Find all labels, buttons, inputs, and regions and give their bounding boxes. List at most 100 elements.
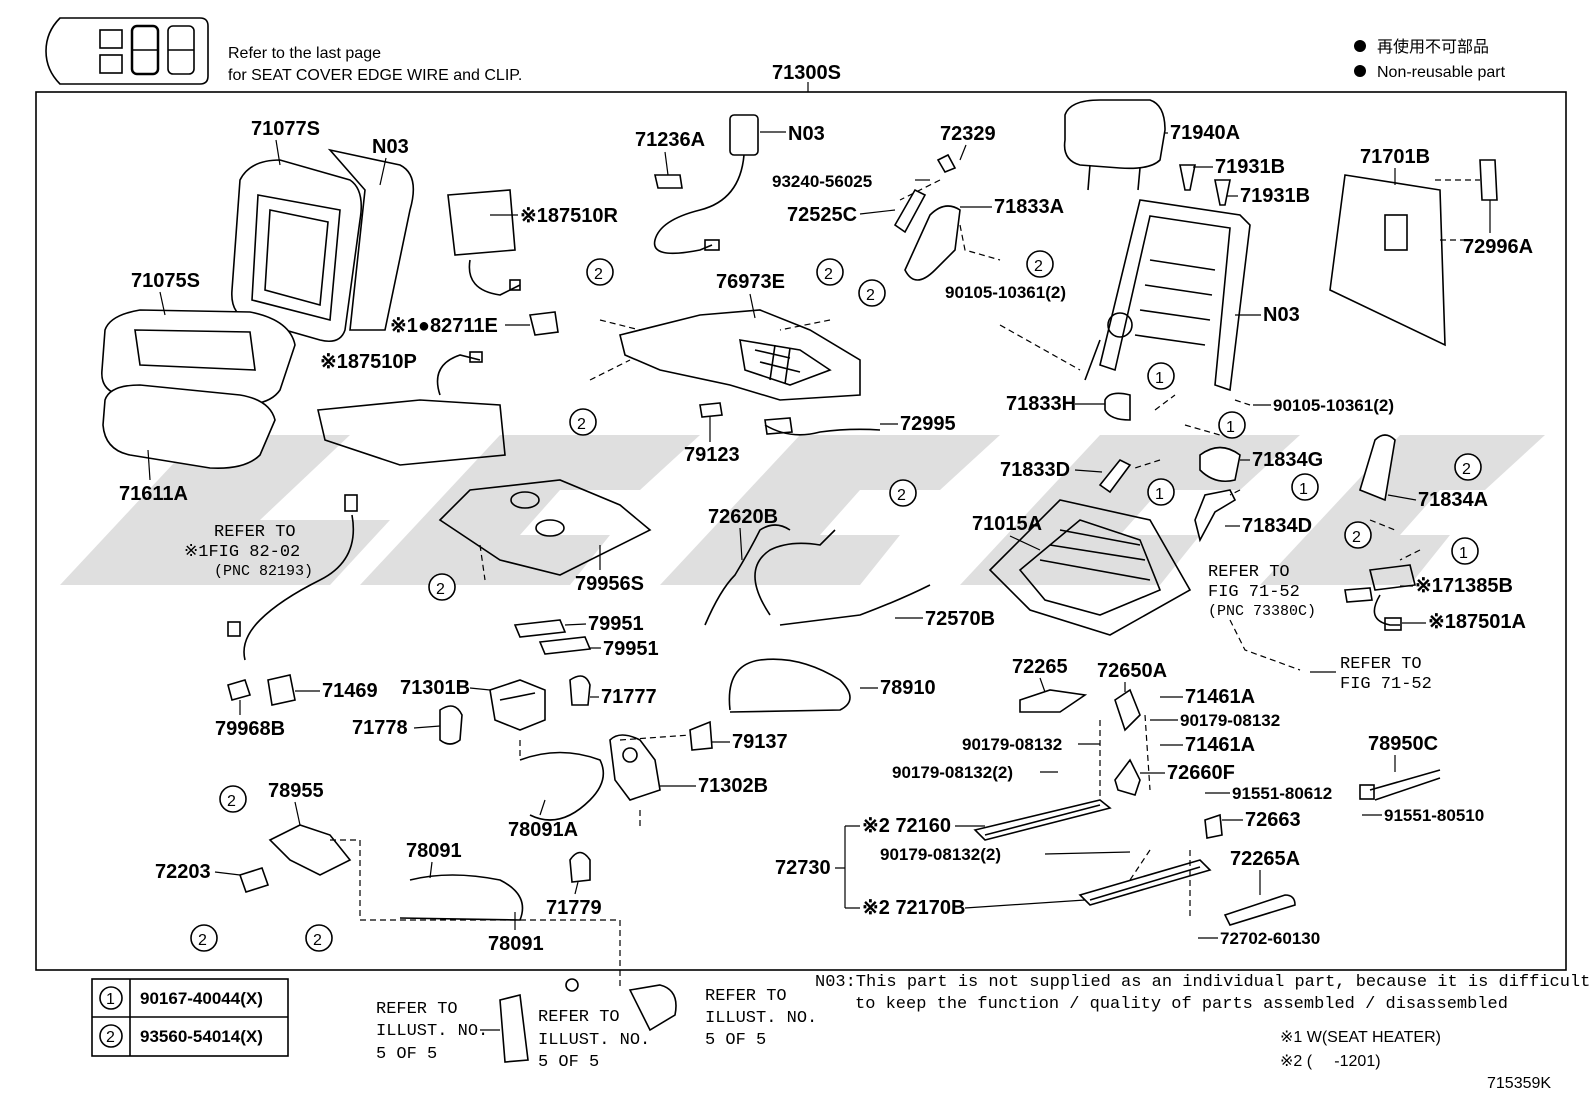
svg-text:1: 1 xyxy=(1299,481,1308,498)
bracket-72663 xyxy=(1204,813,1223,839)
callout-72995: 72995 xyxy=(900,413,956,435)
svg-text:1: 1 xyxy=(1155,486,1164,503)
callout-71611A: 71611A xyxy=(119,483,188,505)
svg-text:2: 2 xyxy=(594,266,603,283)
knob-71777 xyxy=(569,675,591,706)
callout-71940A: 71940A xyxy=(1170,122,1240,144)
svg-text:REFER TO: REFER TO xyxy=(376,1000,458,1019)
callout-78950C: 78950C xyxy=(1368,733,1438,755)
rail-72170B xyxy=(1078,859,1212,906)
legend: 再使用不可部品 Non-reusable part xyxy=(1354,38,1506,81)
svg-text:(PNC 73380C): (PNC 73380C) xyxy=(1208,603,1316,620)
callout-71469: 71469 xyxy=(322,680,378,702)
callout-71833A: 71833A xyxy=(994,196,1064,218)
adjuster-71302B xyxy=(609,734,661,801)
fastener-2-part: 93560-54014(X) xyxy=(140,1027,263,1046)
pad-79951 xyxy=(538,636,592,655)
callout-71302B: 71302B xyxy=(698,775,768,797)
callout-N03-frame: N03 xyxy=(1263,304,1300,326)
knob-71778 xyxy=(439,705,463,745)
callout-71834D: 71834D xyxy=(1242,515,1312,537)
rail-72160 xyxy=(973,799,1112,841)
callout-91551-80510: 91551-80510 xyxy=(1384,806,1484,825)
seat-heater-harness xyxy=(653,114,759,255)
cover-71833H xyxy=(1104,392,1131,421)
callout-72170B: ※2 72170B xyxy=(862,897,966,919)
svg-text:2: 2 xyxy=(1462,461,1471,478)
callout-71834G: 71834G xyxy=(1252,449,1323,471)
svg-text:(PNC 82193): (PNC 82193) xyxy=(214,563,313,580)
bracket-72650A xyxy=(1114,688,1141,732)
callout-90105-10361-b: 90105-10361(2) xyxy=(1273,396,1394,415)
legend-en: Non-reusable part xyxy=(1377,64,1506,81)
cable-78091 xyxy=(399,874,524,921)
recliner-cover-71833A xyxy=(904,205,961,281)
cover-72265 xyxy=(1019,689,1088,713)
refer-to-illust-3: REFER TO ILLUST. NO. 5 OF 5 xyxy=(628,984,817,1050)
callout-71833H: 71833H xyxy=(1006,393,1076,415)
callout-71236A: 71236A xyxy=(635,129,705,151)
svg-text:REFER TO: REFER TO xyxy=(1208,563,1290,582)
fastener-2-icon: 2 xyxy=(569,408,597,436)
svg-text:2: 2 xyxy=(198,932,207,949)
fastener-2-icon: 2 xyxy=(858,279,886,307)
headrest-support xyxy=(1214,179,1231,206)
callout-71075S: 71075S xyxy=(131,270,200,292)
bracket-72660F xyxy=(1114,758,1141,796)
callout-71931B-b: 71931B xyxy=(1240,185,1310,207)
fastener-1-part: 90167-40044(X) xyxy=(140,989,263,1008)
callout-78091-b: 78091 xyxy=(488,933,544,955)
callout-72620B: 72620B xyxy=(708,506,778,528)
cable-78091A xyxy=(519,751,605,821)
seat-cushion-cover xyxy=(101,309,296,470)
callout-76973E: 76973E xyxy=(716,271,785,293)
fastener-1-icon: 1 xyxy=(1147,362,1175,390)
clip-72203 xyxy=(238,867,270,893)
callout-71778: 71778 xyxy=(352,717,408,739)
callout-79123: 79123 xyxy=(684,444,740,466)
svg-text:2: 2 xyxy=(1352,529,1361,546)
bracket-71469 xyxy=(267,674,296,706)
fastener-2-icon: 2 xyxy=(428,573,456,601)
headrest xyxy=(1063,99,1166,191)
fastener-1-icon: 1 xyxy=(1218,411,1246,439)
svg-text:1: 1 xyxy=(106,991,115,1008)
harness-171385B xyxy=(1344,564,1416,631)
refer-to-illust-1: REFER TO ILLUST. NO. 5 OF 5 xyxy=(376,994,529,1064)
svg-text:REFER TO: REFER TO xyxy=(214,523,296,542)
callout-71301B: 71301B xyxy=(400,677,470,699)
svg-text:2: 2 xyxy=(824,266,833,283)
fastener-table: 1 90167-40044(X) 2 93560-54014(X) xyxy=(91,978,289,1057)
seat-layout-icon xyxy=(45,17,209,85)
refer-note-line2: for SEAT COVER EDGE WIRE and CLIP. xyxy=(228,67,522,84)
note-2: ※2 ( -1201) xyxy=(1280,1053,1381,1070)
n03-note-line2: to keep the function / quality of parts … xyxy=(855,995,1508,1014)
refer-to-fig-71-52-b: REFER TO FIG 71-52 xyxy=(1310,655,1432,694)
callout-labels: 71077S N03 ※187510R 71075S ※1●82711E ※18… xyxy=(119,118,1533,955)
callout-79951-b: 79951 xyxy=(603,638,659,660)
svg-text:REFER TO: REFER TO xyxy=(538,1008,620,1027)
svg-text:ILLUST. NO.: ILLUST. NO. xyxy=(538,1031,650,1050)
seatback-board xyxy=(1329,159,1498,347)
callout-90179-08132-a: 90179-08132 xyxy=(1180,711,1280,730)
bullet-icon xyxy=(1354,40,1366,52)
svg-text:2: 2 xyxy=(577,416,586,433)
svg-text:5 OF 5: 5 OF 5 xyxy=(538,1053,599,1072)
callout-72663: 72663 xyxy=(1245,809,1301,831)
fastener-1-icon: 1 xyxy=(1147,478,1175,506)
clip-72329 xyxy=(936,153,957,173)
svg-text:2: 2 xyxy=(897,487,906,504)
callout-72203: 72203 xyxy=(155,861,211,883)
refer-to-fig-71-52-a: REFER TO FIG 71-52 (PNC 73380C) xyxy=(1208,563,1316,620)
callout-90179-08132-d: 90179-08132(2) xyxy=(880,845,1001,864)
callout-187501A: ※187501A xyxy=(1428,611,1526,633)
svg-text:FIG 71-52: FIG 71-52 xyxy=(1340,675,1432,694)
bracket-71834D xyxy=(1194,489,1237,543)
svg-text:ILLUST. NO.: ILLUST. NO. xyxy=(705,1009,817,1028)
seat-back-frame xyxy=(1084,199,1251,392)
fastener-1-icon: 1 xyxy=(1451,537,1479,565)
fastener-1-icon: 1 xyxy=(99,986,123,1010)
callout-71777: 71777 xyxy=(601,686,657,708)
svg-text:1: 1 xyxy=(1459,545,1468,562)
fastener-2-icon: 2 xyxy=(889,479,917,507)
